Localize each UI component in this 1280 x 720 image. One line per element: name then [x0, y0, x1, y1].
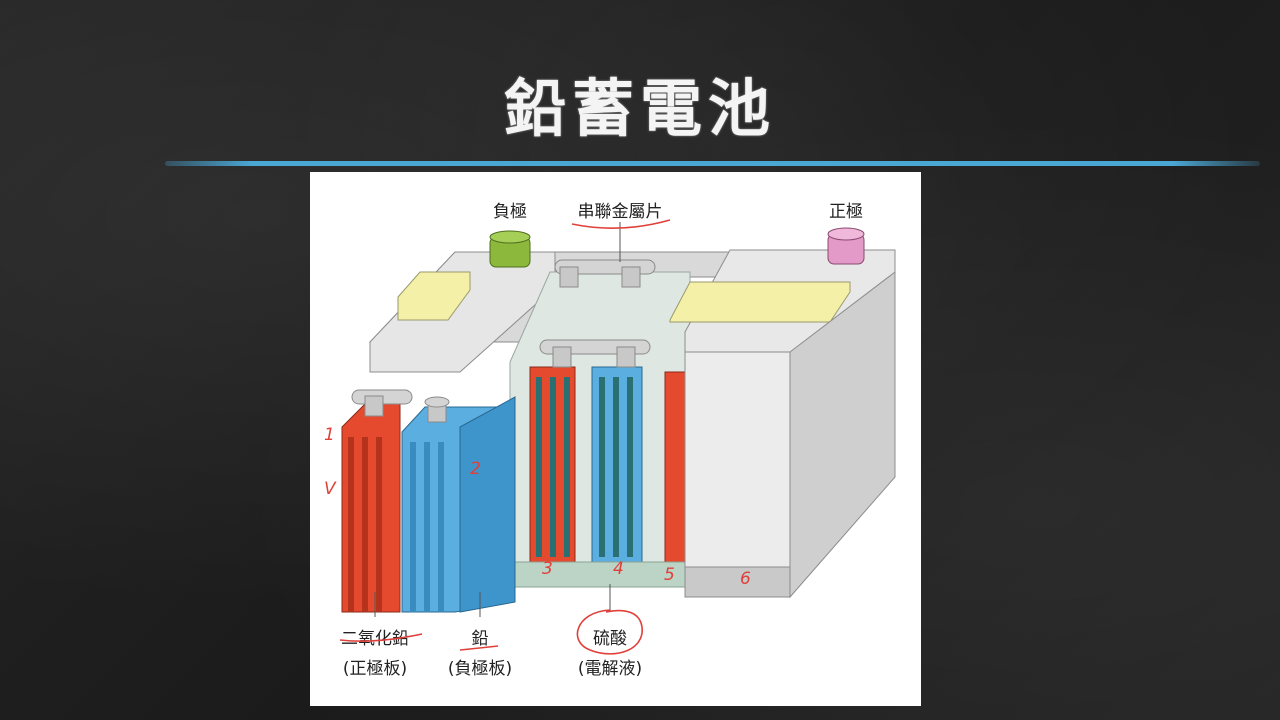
battery-diagram-panel: 負極 串聯金屬片 正極 二氧化鉛 (正極板) 鉛 (負極板) 硫酸 (電解液) …: [310, 172, 921, 706]
label-positive-terminal: 正極: [829, 202, 863, 222]
label-sulfuric-acid: 硫酸: [593, 629, 627, 649]
label-electrolyte: (電解液): [578, 659, 642, 679]
label-lead: 鉛: [472, 629, 489, 649]
positive-terminal-cap: [827, 227, 865, 241]
annotation-two: 2: [470, 459, 481, 479]
negative-terminal-cap: [489, 230, 531, 244]
left-negative-plate: [401, 396, 516, 613]
annotation-v: V: [324, 479, 337, 499]
cell-connectors: [539, 259, 656, 368]
annotation-five: 5: [664, 565, 675, 585]
vent-right: [669, 281, 851, 323]
vent-left: [397, 271, 471, 321]
slide-title: 鉛蓄電池: [503, 72, 776, 145]
label-negative-terminal: 負極: [493, 202, 527, 222]
annotation-four: 4: [613, 559, 624, 579]
case-side-right: [789, 270, 896, 599]
case-bottom-band: [684, 566, 791, 598]
label-lead-dioxide: 二氧化鉛: [341, 629, 409, 649]
annotation-six: 6: [740, 569, 751, 589]
label-positive-plate: (正極板): [343, 659, 407, 679]
battery-diagram: 負極 串聯金屬片 正極 二氧化鉛 (正極板) 鉛 (負極板) 硫酸 (電解液) …: [324, 202, 896, 679]
left-positive-plate: [341, 389, 413, 613]
annotation-marks: [339, 219, 671, 655]
annotation-three: 3: [542, 559, 553, 579]
annotation-one: 1: [324, 425, 335, 445]
label-negative-plate: (負極板): [448, 659, 512, 679]
case-front-right: [684, 351, 791, 598]
title-underline: [165, 161, 1260, 166]
label-connector: 串聯金屬片: [578, 202, 663, 222]
